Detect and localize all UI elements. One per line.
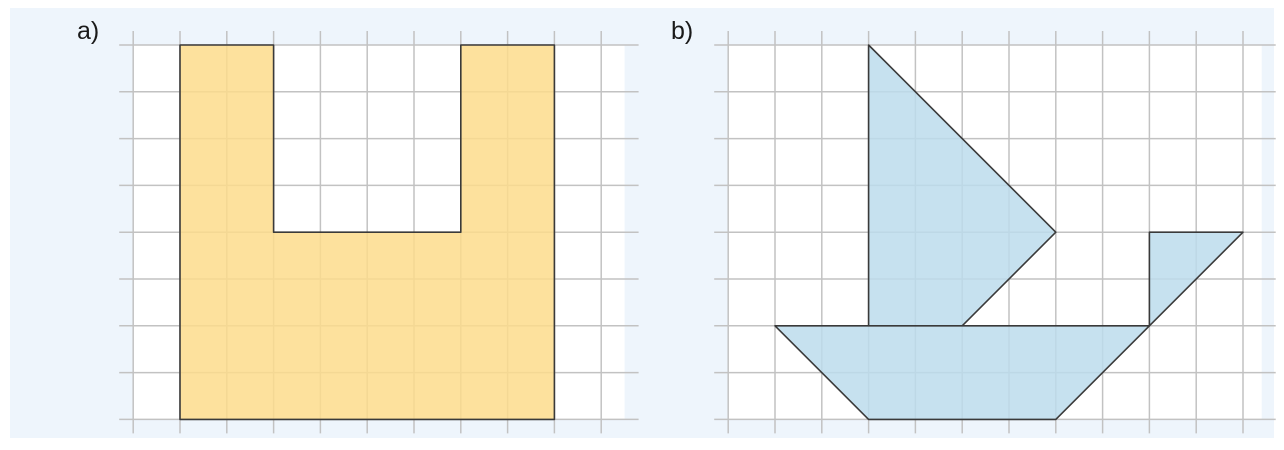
panel-a [119, 31, 639, 434]
u-shape [179, 44, 556, 421]
panel-a-label: a) [77, 17, 100, 45]
panel-b [714, 31, 1276, 434]
small-sail [1148, 231, 1244, 327]
panel-b-shapes [774, 44, 1244, 421]
boat-hull [774, 324, 1151, 421]
panel-a-shapes [179, 44, 556, 421]
panel-b-label: b) [671, 17, 694, 45]
